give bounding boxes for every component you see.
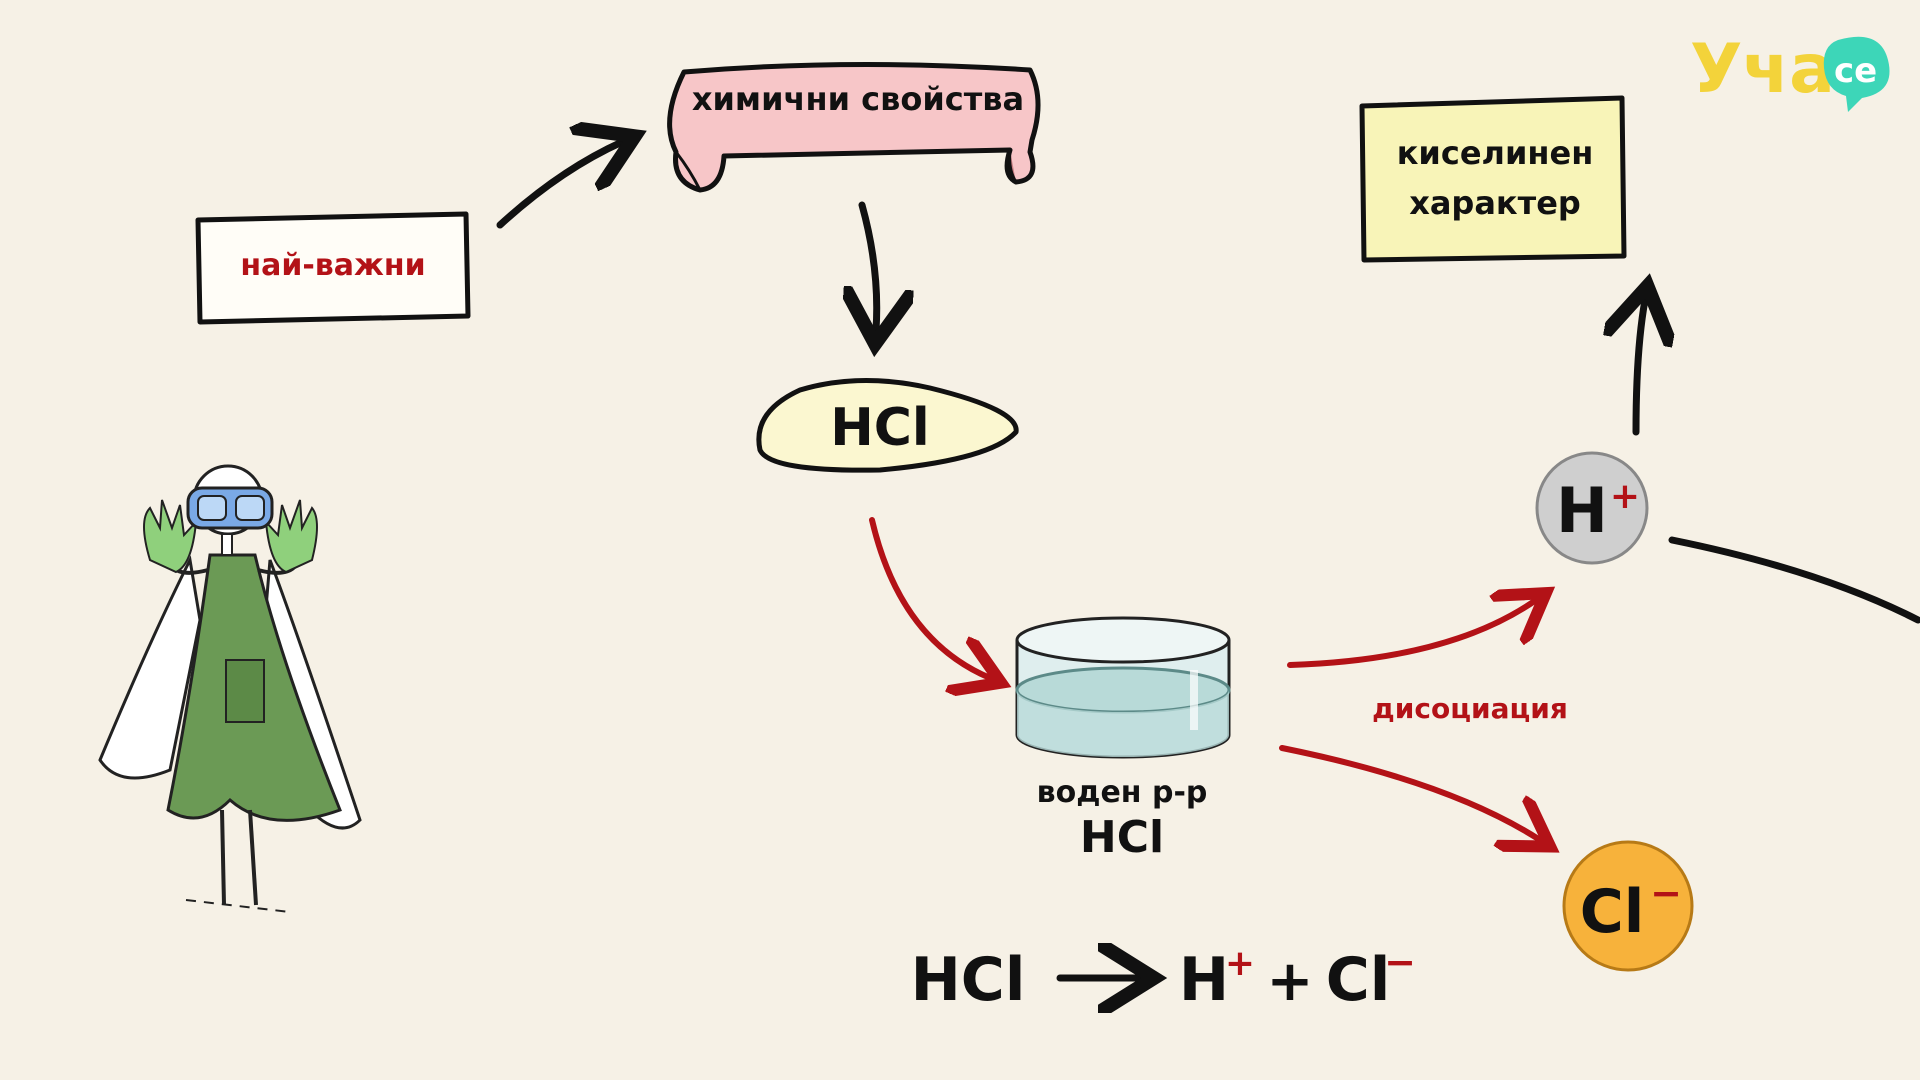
equation-product1-charge: + — [1225, 943, 1255, 984]
equation-product2-charge: − — [1384, 940, 1416, 984]
hydrogen-symbol: H — [1556, 474, 1608, 547]
goggles-lens-right — [235, 495, 265, 521]
logo-badge-shape — [1823, 36, 1890, 112]
most-important-label: най-важни — [240, 248, 425, 283]
beaker-rim — [1015, 616, 1231, 664]
dissociation-equation: HCl H + + Cl − — [911, 940, 1416, 1015]
banner-curl-right — [1008, 149, 1018, 183]
equation-product1: H — [1179, 945, 1229, 1015]
arrow-to-hcl — [862, 201, 877, 330]
hcl-blob: HCl — [756, 378, 1019, 473]
connector-offscreen — [1668, 536, 1920, 624]
chemical-properties-label: химични свойства — [692, 80, 1024, 118]
arrow-to-properties — [496, 142, 622, 229]
lab-coat-right — [263, 559, 362, 830]
dissociation-label: дисоциация — [1372, 692, 1568, 725]
equation-reactant: HCl — [911, 945, 1026, 1015]
glove-left-icon — [143, 499, 198, 574]
arrow-to-solution — [869, 517, 990, 678]
hydrogen-charge: + — [1610, 476, 1640, 517]
chloride-circle — [1562, 840, 1694, 972]
arrow-to-acidic — [1636, 300, 1645, 436]
lab-coat-left — [98, 555, 202, 780]
hcl-blob-shape — [756, 378, 1019, 473]
glove-right-icon — [264, 499, 318, 574]
most-important-frame — [195, 211, 471, 325]
leg-right — [248, 809, 258, 906]
most-important-box: най-важни — [195, 211, 471, 325]
equation-product2: Cl — [1326, 945, 1391, 1015]
chemical-properties-banner: химични свойства — [667, 61, 1041, 193]
scientist-illustration — [98, 464, 362, 913]
leg-left — [220, 809, 226, 906]
acidic-frame — [1359, 95, 1627, 263]
solution-label-line1: воден р-р — [1037, 775, 1208, 810]
chloride-symbol: Cl — [1580, 877, 1645, 947]
solution-label-line2: HCl — [1080, 812, 1164, 863]
chloride-ion: Cl − — [1562, 840, 1694, 972]
ground-lines — [185, 899, 291, 913]
uchase-logo: Уча се — [1690, 30, 1890, 112]
acidic-label-line1: киселинен — [1397, 134, 1594, 172]
acidic-label-line2: характер — [1409, 184, 1581, 222]
acidic-character-box: киселинен характер — [1359, 95, 1627, 263]
arrow-to-hydrogen — [1287, 600, 1536, 668]
hcl-blob-label: HCl — [830, 398, 930, 458]
hydrogen-circle — [1535, 451, 1649, 565]
beaker-liquid-body — [1017, 690, 1229, 757]
equation-plus: + — [1267, 949, 1314, 1014]
apron-pocket — [225, 659, 265, 723]
banner-curl-left — [674, 151, 702, 191]
logo-text: Уча — [1690, 30, 1835, 109]
arrow-to-chloride — [1279, 745, 1540, 840]
neck — [221, 533, 233, 556]
logo-badge-text: се — [1834, 51, 1877, 91]
beaker-highlight — [1190, 670, 1198, 730]
hydrogen-ion: H + — [1535, 451, 1649, 565]
beaker-icon — [1015, 616, 1231, 759]
goggles-lens-left — [197, 495, 227, 521]
chloride-charge: − — [1650, 871, 1682, 915]
